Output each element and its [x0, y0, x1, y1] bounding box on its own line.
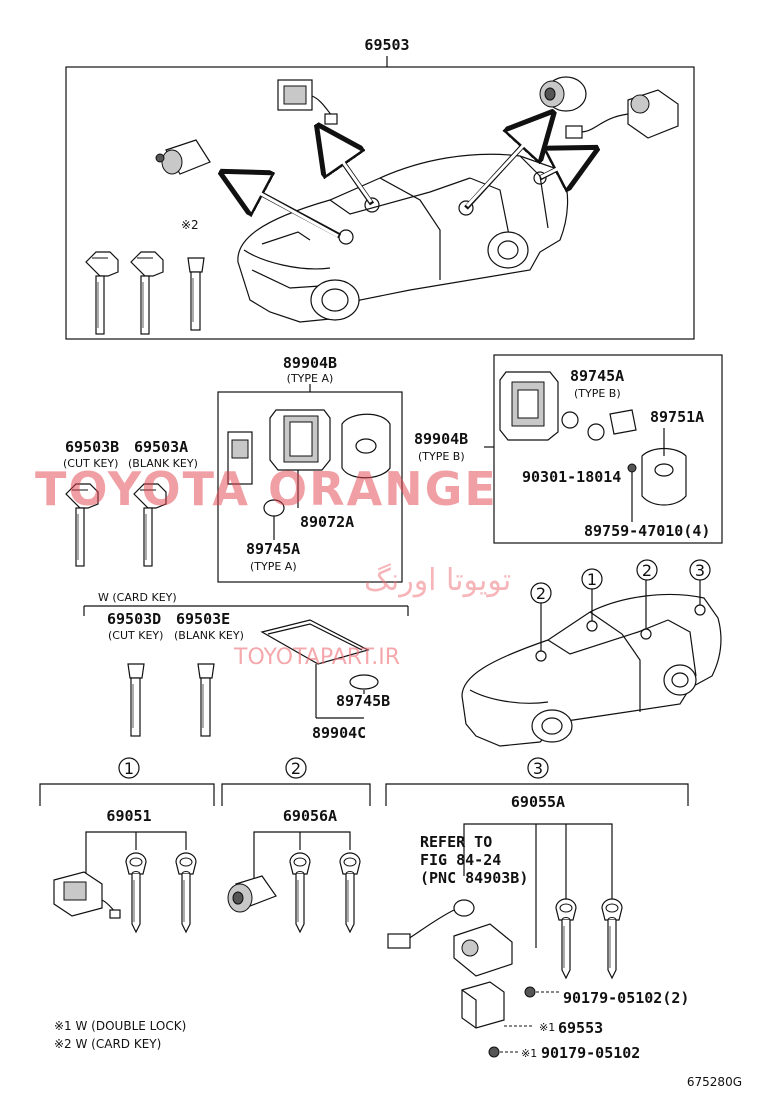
card-cut-key-illustration [127, 663, 145, 737]
cut-key-part-number: 69503B [65, 438, 119, 456]
small-part-2-mark: ※1 [539, 1021, 555, 1034]
card-key-assembly-part: 89904C [312, 724, 366, 742]
section-3-number: 3 [533, 759, 543, 778]
type-b-label: (TYPE B) [418, 450, 465, 463]
section-2-cylinder [227, 875, 277, 913]
blank-key-top [130, 251, 164, 335]
note-mark-2: ※2 [181, 218, 199, 232]
section-3-ignition-assembly [387, 899, 560, 1058]
section-1-key-b [175, 852, 197, 933]
watermark-site: TOYOTAPART.IR [233, 645, 400, 670]
small-part-1-number: 90179-05102(2) [563, 989, 689, 1007]
card-key-body [260, 619, 379, 690]
section-1-key-a [125, 852, 147, 933]
type-b-screw-part: 89759-47010(4) [584, 522, 710, 540]
glovebox-cylinder-top [539, 76, 587, 112]
car-callout-b: 1 [587, 570, 597, 589]
section-1-part: 69051 [106, 807, 151, 825]
top-assembly-part-number: 69503 [364, 36, 409, 54]
small-part-3-mark: ※1 [521, 1047, 537, 1060]
card-key-title: W (CARD KEY) [98, 591, 177, 604]
section-2-key-a [289, 852, 311, 933]
section-2-number: 2 [291, 759, 301, 778]
car-illustration-top [237, 153, 569, 323]
footnote-1: ※1 W (DOUBLE LOCK) [54, 1019, 186, 1033]
trunk-cylinder-top [155, 139, 211, 175]
type-a-part-89072a: 89072A [300, 513, 354, 531]
small-part-2-number: 69553 [558, 1019, 603, 1037]
watermark-main: TOYOTA ORANGE [35, 462, 498, 516]
card-key-battery-part: 89745B [336, 692, 390, 710]
car-callout-d: 3 [695, 561, 705, 580]
type-b-oring-part: 90301-18014 [522, 468, 621, 486]
card-cut-key-part: 69503D [107, 610, 161, 628]
small-part-3-number: 90179-05102 [541, 1044, 640, 1062]
location-arrows [228, 118, 590, 239]
door-lock-cylinder-top [277, 79, 338, 125]
blank-key-label: (BLANK KEY) [128, 457, 198, 470]
section-1-number: 1 [124, 759, 134, 778]
ignition-switch-top [565, 89, 679, 139]
car-callout-a: 2 [536, 584, 546, 603]
section-2-key-b [339, 852, 361, 933]
type-a-battery-part: 89745A [246, 540, 300, 558]
cut-key-label: (CUT KEY) [63, 457, 118, 470]
card-cut-key-label: (CUT KEY) [108, 629, 163, 642]
type-b-battery-label: (TYPE B) [574, 387, 621, 400]
section-2-part: 69056A [283, 807, 337, 825]
type-a-part-number: 89904B [283, 354, 337, 372]
car-callout-c: 2 [642, 561, 652, 580]
section-3-part: 69055A [511, 793, 565, 811]
card-key-blade-top [187, 257, 205, 331]
figure-id: 675280G [687, 1075, 742, 1089]
blank-key-part-number: 69503A [134, 438, 188, 456]
type-a-label: (TYPE A) [287, 372, 334, 385]
type-b-battery-part: 89745A [570, 367, 624, 385]
type-a-battery-label: (TYPE A) [250, 560, 297, 573]
section-1-door-cylinder [53, 871, 121, 919]
watermark-persian: تویوتا اورنگ [364, 563, 511, 598]
refer-line-3: (PNC 84903B) [420, 869, 528, 887]
card-blank-key-label: (BLANK KEY) [174, 629, 244, 642]
type-a-frame [217, 391, 403, 583]
car-illustration-callouts [461, 559, 722, 747]
section-3-key-a [555, 898, 577, 979]
section-3-key-b [601, 898, 623, 979]
type-b-cover-part: 89751A [650, 408, 704, 426]
footnote-2: ※2 W (CARD KEY) [54, 1037, 161, 1051]
smart-key-type-a [227, 409, 391, 517]
card-blank-key-part: 69503E [176, 610, 230, 628]
card-blank-key-illustration [197, 663, 215, 737]
refer-line-2: FIG 84-24 [420, 851, 501, 869]
type-b-frame [493, 354, 723, 544]
top-assembly-frame [65, 66, 695, 340]
type-b-part-number: 89904B [414, 430, 468, 448]
cut-key-top [85, 251, 119, 335]
smart-key-type-b [499, 371, 687, 506]
refer-line-1: REFER TO [420, 833, 492, 851]
